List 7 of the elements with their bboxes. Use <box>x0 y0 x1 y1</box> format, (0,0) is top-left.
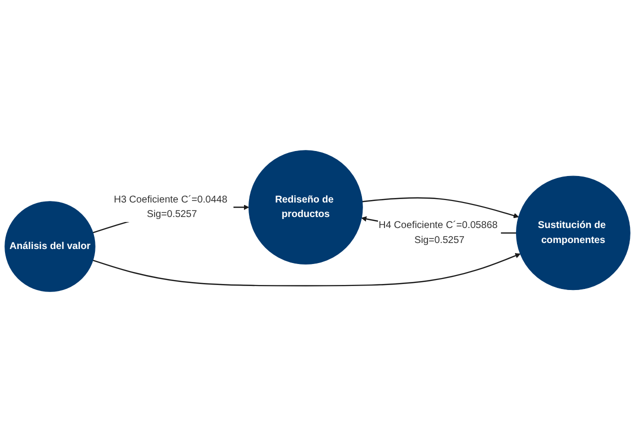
node-circle: Sustitución de componentes <box>516 176 630 290</box>
edge-label: H4 Coeficiente C´=0.05868 Sig=0.5257 <box>378 220 498 246</box>
arrow <box>362 197 519 218</box>
arrow <box>92 253 521 286</box>
node-circle: Rediseño de productos <box>248 150 363 264</box>
node-circle: Análisis del valor <box>4 201 96 292</box>
edge-label: H3 Coeficiente C´=0.0448 Sig=0.5257 <box>114 194 228 220</box>
